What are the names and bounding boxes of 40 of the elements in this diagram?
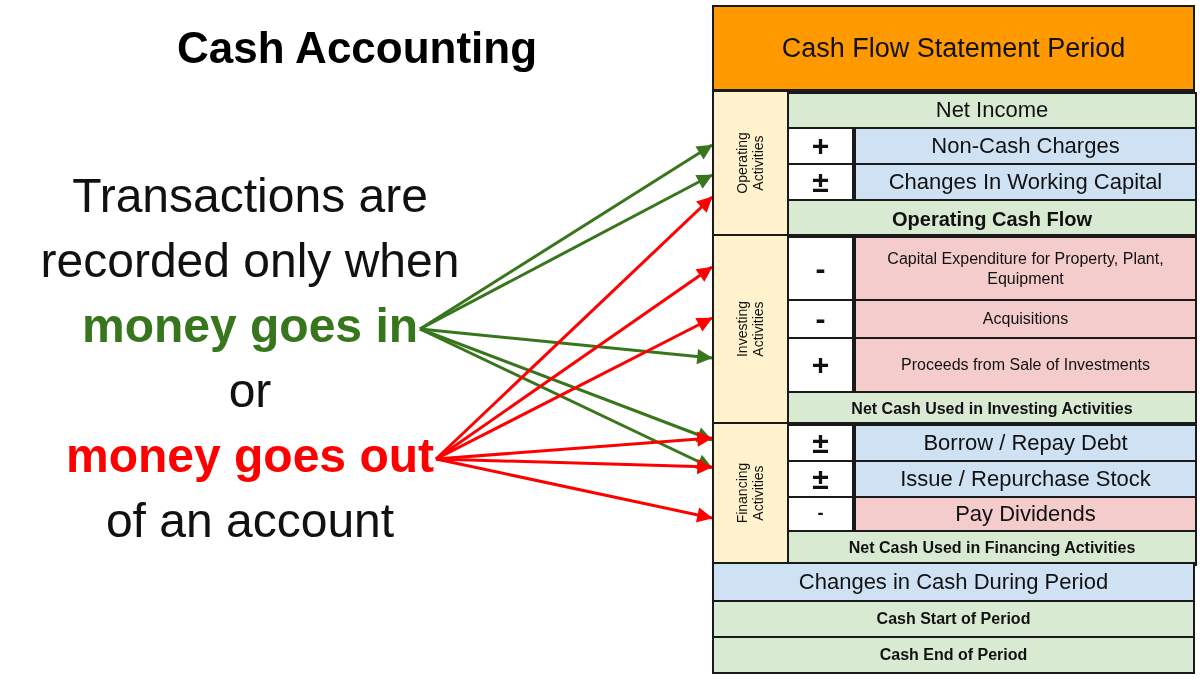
section-band [712,422,1195,564]
sign-cell: ± [787,163,854,201]
sign-cell: ± [787,424,854,462]
sign-cell: - [787,299,854,339]
sign-cell: - [787,236,854,301]
statement-text: or [227,363,273,419]
statement-text: of an account [104,493,396,549]
arrow [435,457,713,523]
highlighted-phrase: money goes out [66,427,434,483]
table-cell: Acquisitions [854,299,1197,339]
table-cell: Non-Cash Charges [854,127,1197,165]
table-cell: Proceeds from Sale of Investments [854,337,1197,393]
section-label: Investing Activities [733,300,767,360]
arrow [419,327,713,442]
table-cell: Issue / Repurchase Stock [854,460,1197,498]
sign-cell: + [787,337,854,393]
arrow [419,173,713,331]
table-cell: Cash Start of Period [712,600,1195,638]
sign-cell: ± [787,460,854,498]
table-cell: Borrow / Repay Debt [854,424,1197,462]
table-cell: Changes in Cash During Period [712,562,1195,602]
arrow [435,195,714,461]
table-cell: Pay Dividends [854,496,1197,532]
sign-cell: - [787,496,854,532]
title: Cash Accounting [176,23,538,73]
statement-text: Transactions are recorded only when [39,168,461,289]
section-band [712,234,1195,424]
table-cell: Capital Expenditure for Property, Plant, Equipment [854,236,1197,301]
sign-cell: + [787,127,854,165]
highlighted-phrase: money goes in [81,297,419,353]
section-label: Operating Activities [733,131,767,196]
table-cell: Cash End of Period [712,636,1195,674]
table-cell: Changes In Working Capital [854,163,1197,201]
header-cell: Cash Flow Statement Period [712,5,1195,91]
section-band [712,90,1195,236]
arrow [435,431,713,461]
table-cell: Net Income [787,92,1197,129]
table-cell: Operating Cash Flow [787,199,1197,238]
section-label: Financing Activities [733,461,767,526]
arrow [419,327,713,470]
